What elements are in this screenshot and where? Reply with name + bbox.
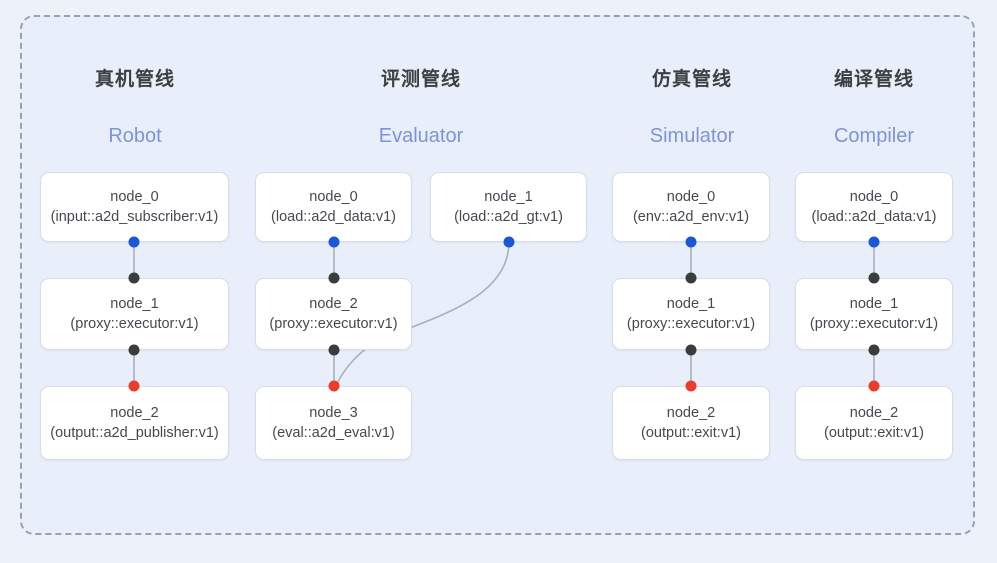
column-subtitle-simulator: Simulator xyxy=(649,125,735,147)
node-compiler-2[interactable]: node_2 (output::exit:v1) xyxy=(795,386,953,460)
node-name: node_1 xyxy=(849,296,899,312)
column-title-compiler: 编译管线 xyxy=(833,69,914,90)
node-name: node_2 xyxy=(849,405,899,421)
node-name: node_0 xyxy=(110,189,159,205)
port-output-evaluator-0[interactable] xyxy=(328,236,340,248)
node-evaluator-1-gt[interactable]: node_1 (load::a2d_gt:v1) xyxy=(430,172,587,242)
node-compiler-0[interactable]: node_0 (load::a2d_data:v1) xyxy=(795,172,953,242)
node-evaluator-2[interactable]: node_2 (proxy::executor:v1) xyxy=(255,278,412,350)
node-evaluator-3[interactable]: node_3 (eval::a2d_eval:v1) xyxy=(255,386,412,460)
port-input-compiler-2[interactable] xyxy=(868,380,880,392)
node-name: node_2 xyxy=(309,296,358,312)
node-name: node_0 xyxy=(849,189,899,205)
node-compiler-1[interactable]: node_1 (proxy::executor:v1) xyxy=(795,278,953,350)
node-signature: (env::a2d_env:v1) xyxy=(632,209,750,225)
node-signature: (proxy::executor:v1) xyxy=(70,316,199,332)
node-name: node_1 xyxy=(110,296,159,312)
node-name: node_1 xyxy=(666,296,716,312)
node-name: node_2 xyxy=(110,405,159,421)
port-output-simulator-1[interactable] xyxy=(685,344,697,356)
column-title-robot: 真机管线 xyxy=(94,69,175,90)
port-output-compiler-1[interactable] xyxy=(868,344,880,356)
column-subtitle-compiler: Compiler xyxy=(833,125,915,147)
node-signature: (load::a2d_data:v1) xyxy=(271,209,396,225)
port-output-robot-0[interactable] xyxy=(128,236,140,248)
node-name: node_0 xyxy=(309,189,358,205)
port-output-robot-1[interactable] xyxy=(128,344,140,356)
node-robot-0[interactable]: node_0 (input::a2d_subscriber:v1) xyxy=(40,172,229,242)
node-robot-1[interactable]: node_1 (proxy::executor:v1) xyxy=(40,278,229,350)
node-simulator-1[interactable]: node_1 (proxy::executor:v1) xyxy=(612,278,770,350)
column-title-evaluator: 评测管线 xyxy=(380,69,461,90)
node-evaluator-0[interactable]: node_0 (load::a2d_data:v1) xyxy=(255,172,412,242)
node-simulator-2[interactable]: node_2 (output::exit:v1) xyxy=(612,386,770,460)
node-signature: (proxy::executor:v1) xyxy=(809,316,939,332)
port-output-evaluator-2[interactable] xyxy=(328,344,340,356)
port-input-evaluator-3[interactable] xyxy=(328,380,340,392)
port-input-robot-2[interactable] xyxy=(128,380,140,392)
node-simulator-0[interactable]: node_0 (env::a2d_env:v1) xyxy=(612,172,770,242)
column-title-simulator: 仿真管线 xyxy=(651,69,732,90)
node-signature: (input::a2d_subscriber:v1) xyxy=(50,209,219,225)
port-input-robot-1[interactable] xyxy=(128,272,140,284)
node-robot-2[interactable]: node_2 (output::a2d_publisher:v1) xyxy=(40,386,229,460)
node-signature: (eval::a2d_eval:v1) xyxy=(272,425,395,441)
port-output-simulator-0[interactable] xyxy=(685,236,697,248)
node-signature: (load::a2d_gt:v1) xyxy=(454,209,563,225)
port-output-compiler-0[interactable] xyxy=(868,236,880,248)
port-input-evaluator-2[interactable] xyxy=(328,272,340,284)
node-signature: (load::a2d_data:v1) xyxy=(811,209,937,225)
node-name: node_2 xyxy=(666,405,716,421)
node-name: node_1 xyxy=(484,189,533,205)
node-signature: (proxy::executor:v1) xyxy=(269,316,398,332)
node-name: node_3 xyxy=(309,405,358,421)
node-signature: (proxy::executor:v1) xyxy=(626,316,756,332)
node-name: node_0 xyxy=(666,189,716,205)
node-signature: (output::a2d_publisher:v1) xyxy=(50,425,219,441)
column-subtitle-robot: Robot xyxy=(108,125,162,147)
node-signature: (output::exit:v1) xyxy=(824,425,924,441)
column-subtitle-evaluator: Evaluator xyxy=(378,125,464,147)
port-input-compiler-1[interactable] xyxy=(868,272,880,284)
port-output-evaluator-gt[interactable] xyxy=(503,236,515,248)
port-input-simulator-2[interactable] xyxy=(685,380,697,392)
port-input-simulator-1[interactable] xyxy=(685,272,697,284)
node-signature: (output::exit:v1) xyxy=(641,425,741,441)
